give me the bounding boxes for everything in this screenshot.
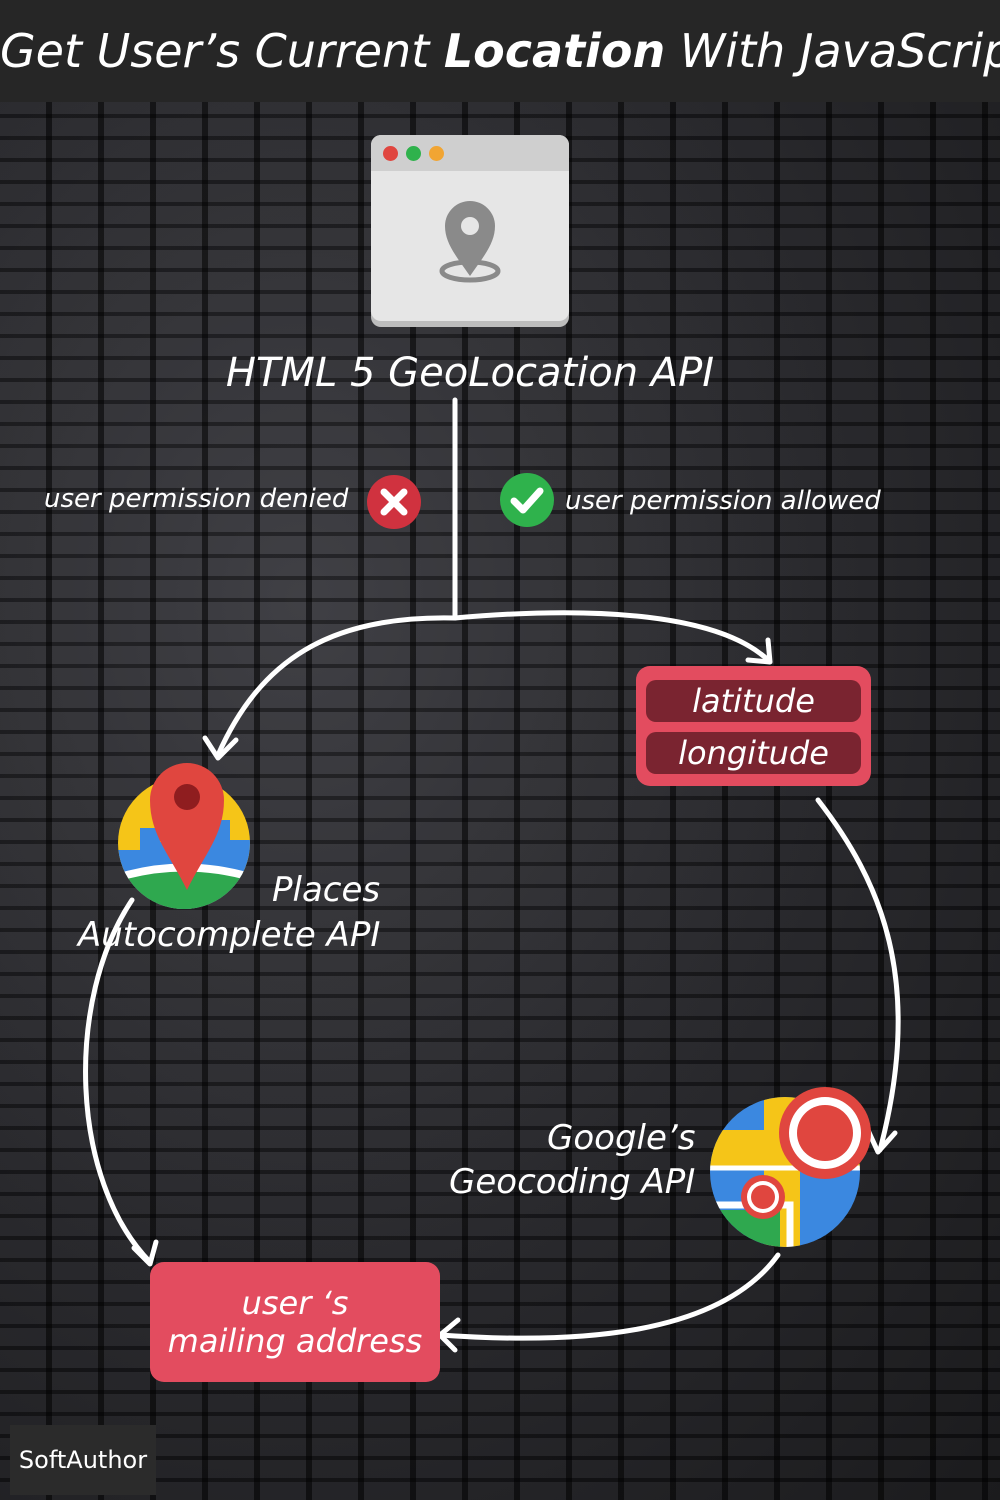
- window-minimize-dot: [429, 146, 444, 161]
- address-line1: user ‘s: [241, 1284, 349, 1322]
- arrow-to-address-right: [437, 1252, 781, 1341]
- title-text-end: With JavaScript: [665, 24, 1000, 78]
- coordinates-box: latitude longitude: [636, 666, 871, 786]
- location-pin-icon: [439, 201, 501, 283]
- address-line2: mailing address: [167, 1322, 423, 1360]
- arrow-head-address-right: [437, 1317, 461, 1353]
- geolocation-api-label: HTML 5 GeoLocation API: [225, 350, 715, 396]
- arrow-to-latlong: [452, 610, 771, 663]
- permission-allowed-text: user permission allowed: [565, 486, 881, 516]
- window-close-dot: [383, 146, 398, 161]
- longitude-pill: longitude: [646, 732, 861, 774]
- geocoding-label-line2: Geocoding API: [449, 1162, 696, 1202]
- window-maximize-dot: [406, 146, 421, 161]
- page-title: Get User’s Current Location With JavaScr…: [0, 24, 1000, 78]
- places-label-line2: Autocomplete API: [78, 915, 381, 955]
- check-icon: [500, 473, 554, 527]
- browser-title-bar: [371, 135, 569, 171]
- arrow-head-places: [202, 735, 239, 761]
- latitude-pill: latitude: [646, 680, 861, 722]
- close-icon: [367, 475, 421, 529]
- softauthor-logo[interactable]: SoftAuthor: [10, 1425, 156, 1495]
- title-text-start: Get User’s Current: [0, 24, 444, 78]
- arrow-to-geocoding: [815, 797, 901, 1153]
- browser-window-icon: [371, 135, 569, 321]
- arrow-head-latlong: [745, 637, 773, 665]
- places-label-line1: Places: [272, 870, 381, 910]
- mailing-address-box: user ‘s mailing address: [150, 1262, 440, 1382]
- title-bar: Get User’s Current Location With JavaScr…: [0, 0, 1000, 102]
- permission-denied-text: user permission denied: [44, 484, 349, 514]
- geocoding-label-line1: Google’s: [547, 1118, 696, 1158]
- arrow-head-address-left: [131, 1239, 159, 1267]
- arrow-to-places: [215, 615, 458, 758]
- title-text-bold: Location: [443, 24, 666, 78]
- arrow-to-address-left: [83, 897, 153, 1265]
